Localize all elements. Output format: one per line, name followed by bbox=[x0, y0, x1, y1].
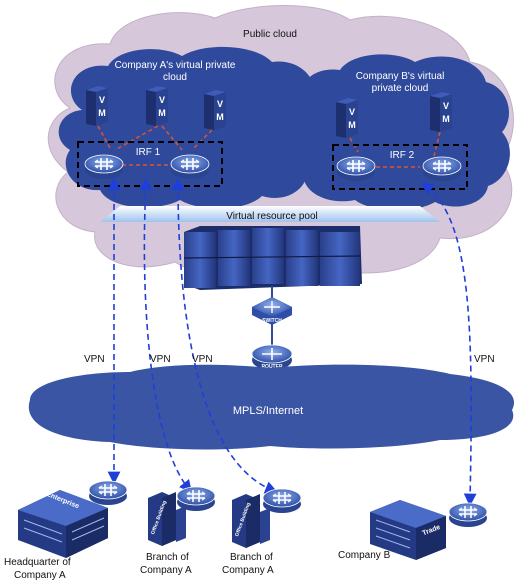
company-b-cloud-title-1: Company B's virtual bbox=[356, 71, 445, 82]
mpls-label: MPLS/Internet bbox=[233, 405, 303, 417]
company-b-router bbox=[448, 502, 488, 528]
core-switch-tag: SWITCH bbox=[262, 318, 282, 324]
vm-b1: V M bbox=[336, 98, 358, 138]
vm-b2-m: M bbox=[442, 114, 450, 124]
site-hq-label-1: Headquarter of bbox=[4, 557, 71, 568]
vm-a1-m: M bbox=[98, 108, 106, 118]
site-branch1-label-1: Branch of bbox=[146, 552, 189, 563]
vpn-tunnels bbox=[107, 177, 477, 507]
vpn-label-1: VPN bbox=[84, 354, 105, 365]
vm-b1-m: M bbox=[348, 120, 356, 130]
site-company-b: Trade Company B bbox=[338, 500, 488, 561]
irf2-group: IRF 2 bbox=[332, 144, 468, 190]
vm-a2: V M bbox=[146, 86, 168, 126]
vm-a3-m: M bbox=[216, 112, 224, 122]
vpn-label-3: VPN bbox=[192, 354, 213, 365]
hq-router bbox=[88, 480, 128, 506]
irf2-switch-right bbox=[422, 156, 462, 182]
irf2-label: IRF 2 bbox=[390, 150, 415, 161]
mpls-internet-cloud: MPLS/Internet bbox=[28, 364, 515, 450]
vpn-label-2: VPN bbox=[150, 354, 171, 365]
branch1-router bbox=[176, 486, 216, 512]
irf1-switch-left bbox=[84, 154, 124, 180]
company-a-cloud-title-1: Company A's virtual private bbox=[115, 60, 236, 71]
irf2-box bbox=[332, 144, 468, 190]
vm-a2-v: V bbox=[159, 95, 165, 105]
virtual-resource-pool: Virtual resource pool bbox=[100, 206, 440, 222]
site-hq-label-2: Company A bbox=[14, 570, 66, 581]
company-b-private-cloud: Company B's virtual private cloud bbox=[289, 54, 510, 211]
vm-a2-m: M bbox=[158, 108, 166, 118]
company-a-private-cloud: Company A's virtual private cloud bbox=[58, 46, 324, 209]
site-branch1: Office Building Branch of Company A bbox=[140, 486, 216, 576]
vm-b2: V M bbox=[430, 92, 452, 132]
company-b-cloud-title-2: private cloud bbox=[372, 83, 429, 94]
public-cloud-label: Public cloud bbox=[243, 29, 297, 40]
vm-b1-v: V bbox=[349, 107, 355, 117]
irf2-switch-left bbox=[336, 156, 376, 182]
vpn-tunnel-branch2 bbox=[171, 177, 278, 494]
irf1-label: IRF 1 bbox=[136, 147, 161, 158]
site-branch2-label-1: Branch of bbox=[230, 552, 273, 563]
vm-a3-v: V bbox=[217, 99, 223, 109]
site-company-b-label: Company B bbox=[338, 550, 391, 561]
core-switch: SWITCH bbox=[252, 297, 292, 325]
server-rack-cluster bbox=[183, 226, 362, 290]
site-branch2-label-2: Company A bbox=[222, 565, 274, 576]
virtual-pool-label: Virtual resource pool bbox=[226, 211, 318, 222]
site-hq: Enterprise Headquarter of Company A bbox=[4, 480, 128, 581]
vm-a3: V M bbox=[204, 90, 226, 130]
core-router: ROUTER bbox=[251, 344, 293, 370]
company-a-cloud-title-2: cloud bbox=[163, 72, 187, 83]
site-branch1-label-2: Company A bbox=[140, 565, 192, 576]
vm-a1-v: V bbox=[99, 95, 105, 105]
vpn-tunnel-company-b bbox=[420, 182, 477, 507]
vm-a1: V M bbox=[86, 86, 108, 126]
vm-b2-v: V bbox=[443, 101, 449, 111]
vpn-label-4: VPN bbox=[474, 354, 495, 365]
irf1-switch-right bbox=[170, 154, 210, 180]
branch2-router bbox=[262, 488, 302, 514]
site-branch2: Office Building Branch of Company A bbox=[222, 488, 302, 576]
